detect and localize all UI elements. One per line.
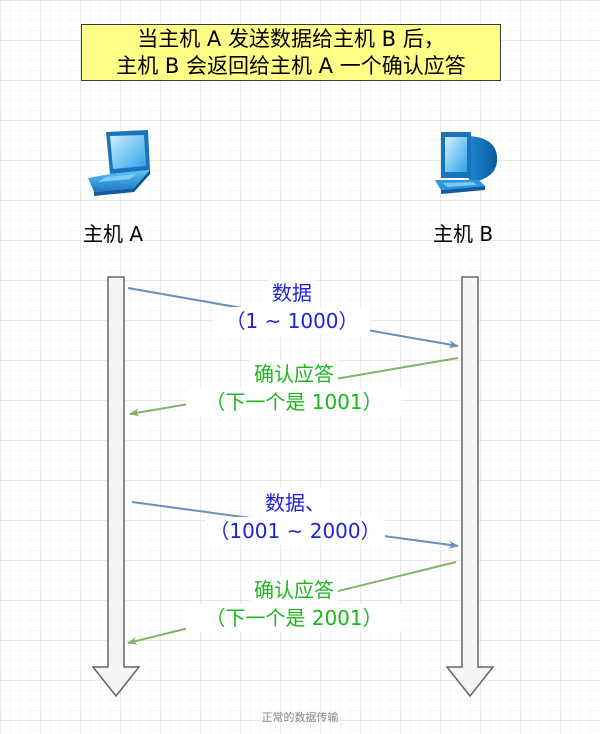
data-label-1-line-2: （1 ~ 1000） <box>214 307 370 335</box>
data-label-1: 数据 （1 ~ 1000） <box>214 279 370 335</box>
title-line-2: 主机 B 会返回给主机 A 一个确认应答 <box>116 53 466 78</box>
host-b-label: 主机 B <box>433 222 494 246</box>
ack-label-1-line-1: 确认应答 <box>250 360 338 388</box>
host-a-timeline <box>91 276 141 698</box>
laptop-icon <box>88 130 150 196</box>
data-label-2: 数据、 （1001 ~ 2000） <box>205 489 385 545</box>
title-box: 当主机 A 发送数据给主机 B 后， 主机 B 会返回给主机 A 一个确认应答 <box>81 24 501 81</box>
data-label-2-line-1: 数据、 <box>261 489 329 517</box>
desktop-computer-icon <box>435 132 498 194</box>
ack-label-2-line-2: （下一个是 2001） <box>186 604 402 632</box>
ack-label-1-line-2: （下一个是 1001） <box>186 388 402 416</box>
host-b-timeline <box>445 276 495 698</box>
host-a-label: 主机 A <box>83 222 144 246</box>
ack-label-1: 确认应答 （下一个是 1001） <box>186 360 402 416</box>
ack-label-2-line-1: 确认应答 <box>250 576 338 604</box>
diagram-caption: 正常的数据传输 <box>261 711 339 724</box>
data-label-2-line-2: （1001 ~ 2000） <box>205 517 385 545</box>
title-line-1: 当主机 A 发送数据给主机 B 后， <box>137 26 445 51</box>
data-label-1-line-1: 数据 <box>268 279 316 307</box>
ack-label-2: 确认应答 （下一个是 2001） <box>186 576 402 632</box>
